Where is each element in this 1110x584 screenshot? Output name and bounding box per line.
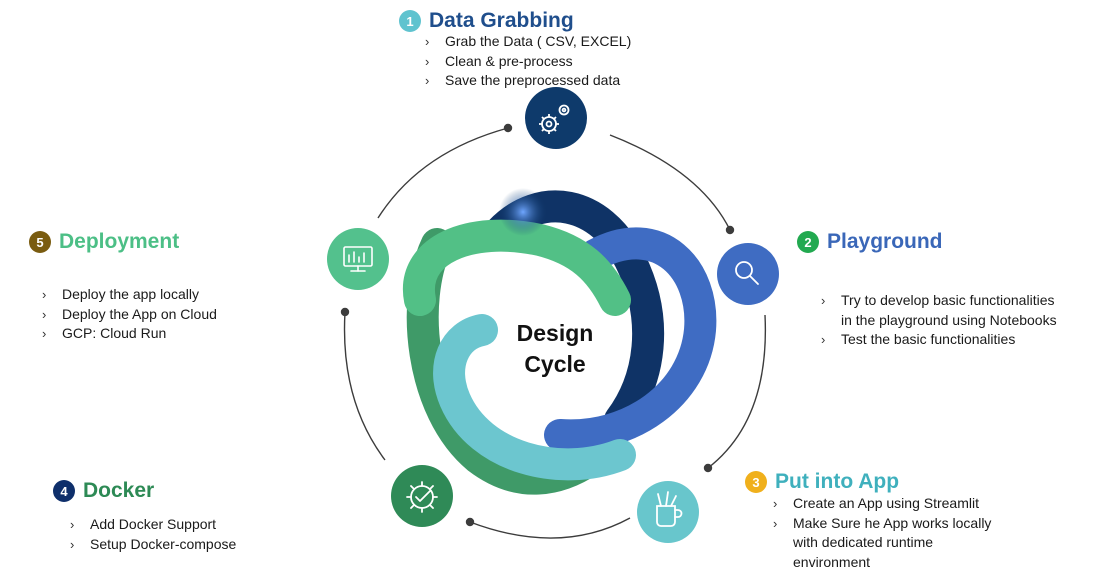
bullet-chevron-icon: › [42,326,47,341]
stage-1-badge: 1 [399,10,421,32]
stage-3-badge: 3 [745,471,767,493]
stage-4-icon-circle [391,465,453,527]
bullet-item: ›Make Sure he App works locally [773,514,991,534]
stage-2-header: 2 Playground [797,230,943,254]
stage-3-header: 3 Put into App [745,470,899,494]
stage-3-title: Put into App [775,470,900,493]
bullet-item: ›Test the basic functionalities [821,330,1057,350]
bullet-item: with dedicated runtime [793,534,934,550]
bullet-chevron-icon: › [773,515,778,531]
connector-arc [343,311,386,461]
stage-4-bullets: ›Add Docker Support ›Setup Docker-compos… [70,515,236,554]
bullet-item: ›Deploy the app locally [42,285,217,305]
stage-5-bullets: ›Deploy the app locally ›Deploy the App … [42,285,217,344]
bullet-chevron-icon: › [42,306,47,322]
stage-5-title: Deployment [59,230,180,253]
connector-dot [503,123,513,133]
bullet-chevron-icon: › [425,34,430,49]
bullet-chevron-icon: › [425,73,430,88]
bullet-item: ›GCP: Cloud Run [42,324,217,344]
bullet-chevron-icon: › [425,53,430,69]
bullet-chevron-icon: › [821,332,826,347]
tools-cup-icon [656,491,683,527]
gear-check-icon [406,481,438,513]
stage-1-header: 1 Data Grabbing [399,9,574,33]
bullet-item: ›Create an App using Streamlit [773,494,991,514]
stage-2-icon-circle [717,243,779,305]
stage-4-badge: 4 [53,480,75,502]
gears-icon [539,104,570,134]
bullet-chevron-icon: › [70,517,75,532]
bullet-item: ›Deploy the App on Cloud [42,305,217,325]
bullet-item: environment [793,553,871,570]
bullet-chevron-icon: › [70,536,75,552]
connector-dot [340,307,350,317]
connector-arc [469,517,631,539]
stage-2-title: Playground [827,230,943,253]
center-label-line2: Cycle [524,351,586,377]
connector-dot [725,225,735,235]
monitor-chart-icon [343,246,373,272]
bullet-item: ›Add Docker Support [70,515,236,535]
loop-teal [433,314,636,481]
connector-dot [703,463,713,473]
stage-3-bullets: ›Create an App using Streamlit ›Make Sur… [773,494,991,572]
stage-5-header: 5 Deployment [29,230,179,254]
connector-dot [465,517,475,527]
bullet-item: ›Clean & pre-process [425,52,631,72]
stage-5-badge: 5 [29,231,51,253]
stage-2-bullets: ›Try to develop basic functionalities in… [821,291,1057,350]
stage-4-header: 4 Docker [53,479,154,503]
bullet-chevron-icon: › [42,287,47,302]
bullet-item: in the playground using Notebooks [841,311,1057,328]
bullet-chevron-icon: › [773,496,778,511]
center-label: Design Cycle [480,318,630,380]
design-cycle-loops [402,188,717,495]
connector-arc [707,314,767,469]
connector-arc [609,134,731,231]
bullet-item: ›Grab the Data ( CSV, EXCEL) [425,32,631,52]
bullet-chevron-icon: › [821,293,826,308]
loop-green-light [402,219,631,316]
bullet-item: ›Try to develop basic functionalities [821,291,1057,311]
center-label-line1: Design [516,320,594,346]
stage-3-icon-circle [637,481,699,543]
stage-4-title: Docker [83,479,155,502]
bullet-item: ›Setup Docker-compose [70,535,236,555]
magnifier-icon [735,261,759,285]
stage-1-icon-circle [525,87,587,149]
loop-blue [544,227,717,452]
stage-1-title: Data Grabbing [429,9,574,32]
connector-arc [377,127,509,219]
stage-5-icon-circle [327,228,389,290]
cycle-connectors [340,123,767,539]
loop-highlight [499,188,547,236]
stage-1-bullets: ›Grab the Data ( CSV, EXCEL) ›Clean & pr… [425,32,631,91]
stage-2-badge: 2 [797,231,819,253]
bullet-item: ›Save the preprocessed data [425,71,631,91]
